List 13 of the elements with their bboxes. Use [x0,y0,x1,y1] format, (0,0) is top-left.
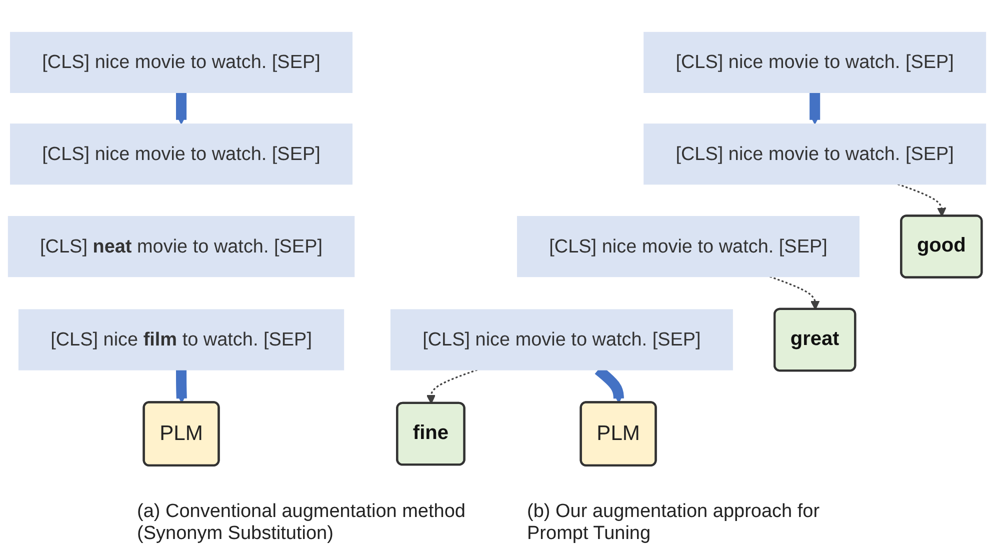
node-box: [CLS] neat movie to watch. [SEP] [8,216,355,277]
node-box: [CLS] nice movie to watch. [SEP] [644,31,986,93]
arrow [770,275,820,310]
node-box: [CLS] nice movie to watch. [SEP] [390,308,733,370]
node-box: [CLS] nice movie to watch. [SEP] [517,216,860,277]
arrow [897,182,946,216]
caption-text: (b) Our augmentation approach for Prompt Tuning [527,501,821,545]
node-box: [CLS] nice movie to watch. [SEP] [10,123,353,184]
arrow [426,368,478,404]
node-box: [CLS] nice film to watch. [SEP] [18,308,344,370]
node-box: [CLS] nice movie to watch. [SEP] [644,123,986,184]
node-box: [CLS] nice movie to watch. [SEP] [10,31,353,93]
caption-text: (a) Conventional augmentation method (Synonym Substitution) [137,501,466,545]
